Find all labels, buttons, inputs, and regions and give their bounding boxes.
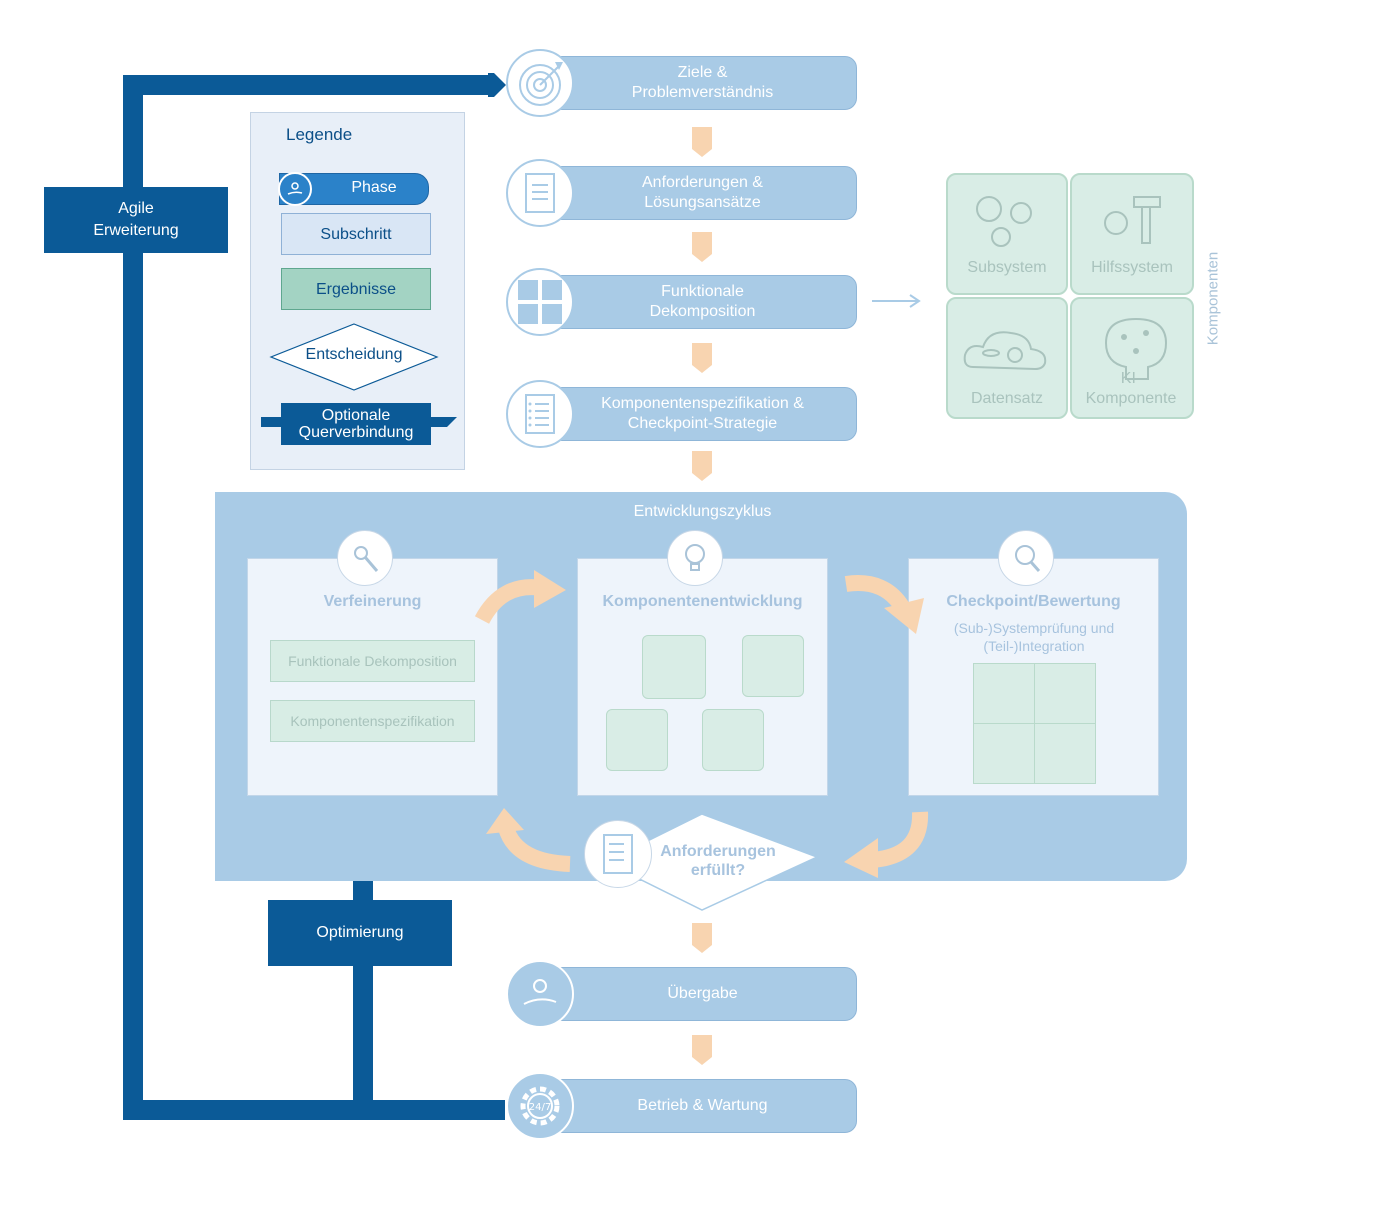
- phase-anforderungen-label: Anforderungen & Lösungsansätze: [642, 174, 763, 211]
- component-subsystem-label: Subsystem: [967, 259, 1047, 276]
- sub-komponentenspezifikation[interactable]: Komponentenspezifikation: [270, 700, 475, 742]
- cycle-arrow-icon: [486, 808, 571, 872]
- phase-betrieb[interactable]: Betrieb & Wartung: [548, 1079, 857, 1133]
- agile-loop-top: [123, 75, 493, 95]
- optimierung-label: Optimierung: [316, 924, 404, 941]
- legend-panel: Legende Phase Subschritt Ergebnisse Ents…: [250, 112, 465, 470]
- cp-piece-2: [1034, 663, 1096, 724]
- component-ki: [1070, 297, 1194, 419]
- component-subsystem: [946, 173, 1068, 295]
- target-icon: [519, 62, 563, 106]
- checklist-icon: [603, 834, 633, 874]
- verfeinerung-icon-circle: [337, 530, 393, 586]
- hammer-gear-icon: [1104, 196, 1161, 244]
- card-verfeinerung-title: Verfeinerung: [323, 593, 422, 610]
- piece-hilfssystem: [742, 635, 804, 697]
- component-hilfssystem: [1070, 173, 1194, 295]
- svg-text:24/7: 24/7: [529, 1102, 551, 1113]
- legend-title: Legende: [286, 125, 353, 144]
- optimierung-box: Optimierung: [268, 900, 452, 966]
- down-arrow-icon: [692, 343, 712, 373]
- legend-phase-circle: [278, 172, 312, 206]
- components-title: Komponenten: [1204, 251, 1222, 346]
- right-arrow-icon: [872, 294, 921, 308]
- down-arrow-icon: [692, 232, 712, 262]
- legend-optional-arrow: [261, 403, 457, 445]
- legend-subschritt: Subschritt: [281, 213, 431, 255]
- piece-subsystem: [642, 635, 706, 699]
- cycle-arrow-icon: [474, 570, 566, 625]
- card-checkpoint[interactable]: Checkpoint/Bewertung (Sub-)Systemprüfung…: [908, 558, 1159, 796]
- card-komponentenentwicklung[interactable]: Komponentenentwicklung: [577, 558, 828, 796]
- down-arrow-icon: [692, 923, 712, 953]
- components-puzzle: Subsystem Hilfssystem Datensatz KI-Kompo…: [946, 173, 1194, 419]
- wrench-gear-icon: [354, 546, 379, 572]
- phase-funktionale-icon-circle: [506, 268, 574, 336]
- agile-arrowhead-icon: [488, 73, 506, 97]
- cycle-arrow-icon: [844, 575, 924, 634]
- agile-label: Agile Erweiterung: [93, 200, 179, 239]
- component-datensatz-label: Datensatz: [970, 390, 1044, 407]
- agile-erweiterung-box: Agile Erweiterung: [44, 187, 228, 253]
- cp-piece-4: [1034, 723, 1096, 784]
- legend-ergebnisse: Ergebnisse: [281, 268, 431, 310]
- decision-icon-circle: [584, 820, 652, 888]
- puzzle-icon: [518, 280, 562, 324]
- checkpoint-icon-circle: [998, 530, 1054, 586]
- phase-anforderungen-icon-circle: [506, 159, 574, 227]
- agile-loop-vertical: [123, 75, 143, 1120]
- legend-decision-diamond: [269, 323, 439, 391]
- phase-ziele-icon-circle: [506, 49, 574, 117]
- legend-phase: Phase: [278, 172, 429, 206]
- hand-gear-icon: [523, 979, 557, 1005]
- checkpoint-puzzle: [973, 663, 1096, 784]
- agile-loop-bottom: [123, 1100, 505, 1120]
- brain-circuit-icon: [1104, 317, 1168, 380]
- phase-anforderungen[interactable]: Anforderungen & Lösungsansätze: [548, 166, 857, 220]
- phase-betrieb-label: Betrieb & Wartung: [637, 1097, 768, 1114]
- component-hilfssystem-label: Hilfssystem: [1091, 259, 1173, 276]
- phase-funktionale-label: Funktionale Dekomposition: [649, 283, 756, 320]
- component-ki-label: KI-Komponente: [1085, 370, 1177, 407]
- cycle-arrow-icon: [844, 811, 929, 878]
- document-list-icon: [525, 173, 555, 213]
- legend-entscheidung: Entscheidung: [305, 346, 403, 363]
- card-checkpoint-subtitle: (Sub-)Systemprüfung und (Teil-)Integrati…: [953, 620, 1115, 654]
- phase-uebergabe[interactable]: Übergabe: [548, 967, 857, 1021]
- entwicklungszyklus-title: Entwicklungszyklus: [633, 503, 772, 520]
- card-komponentenentwicklung-title: Komponentenentwicklung: [602, 593, 803, 610]
- component-datensatz: [946, 297, 1068, 419]
- decision-label: Anforderungen erfüllt?: [660, 843, 776, 879]
- phase-komponentenspezifikation[interactable]: Komponentenspezifikation & Checkpoint-St…: [548, 387, 857, 441]
- hand-gear-icon: [287, 182, 303, 195]
- piece-datensatz: [606, 709, 668, 771]
- phase-funktionale[interactable]: Funktionale Dekomposition: [548, 275, 857, 329]
- gears-chain-icon: [976, 196, 1032, 247]
- card-checkpoint-title: Checkpoint/Bewertung: [946, 593, 1121, 610]
- card-verfeinerung[interactable]: Verfeinerung Funktionale Dekomposition K…: [247, 558, 498, 796]
- phase-uebergabe-icon-circle: [506, 960, 574, 1028]
- phase-betrieb-icon-circle: 24/7: [506, 1072, 574, 1140]
- phase-komponentenspezifikation-label: Komponentenspezifikation & Checkpoint-St…: [601, 395, 804, 432]
- phase-uebergabe-label: Übergabe: [667, 985, 738, 1002]
- phase-ziele[interactable]: Ziele & Problemverständnis: [548, 56, 857, 110]
- down-arrow-icon: [692, 127, 712, 157]
- sub-funktionale-dekomposition[interactable]: Funktionale Dekomposition: [270, 640, 475, 682]
- magnifier-gear-icon: [1015, 545, 1041, 572]
- checklist-icon: [525, 394, 555, 434]
- entwicklung-icon-circle: [667, 530, 723, 586]
- down-arrow-icon: [692, 1035, 712, 1065]
- cloud-database-icon: [963, 331, 1047, 371]
- cp-piece-3: [973, 723, 1035, 784]
- down-arrow-icon: [692, 451, 712, 481]
- gear-24-7-icon: 24/7: [520, 1086, 560, 1126]
- lightbulb-icon: [685, 544, 705, 571]
- piece-ki: [702, 709, 764, 771]
- phase-ziele-label: Ziele & Problemverständnis: [631, 64, 774, 101]
- cp-piece-1: [973, 663, 1035, 724]
- legend-optional: Optionale Querverbindung: [298, 407, 414, 441]
- phase-komponentenspezifikation-icon-circle: [506, 380, 574, 448]
- legend-phase-label: Phase: [351, 179, 397, 196]
